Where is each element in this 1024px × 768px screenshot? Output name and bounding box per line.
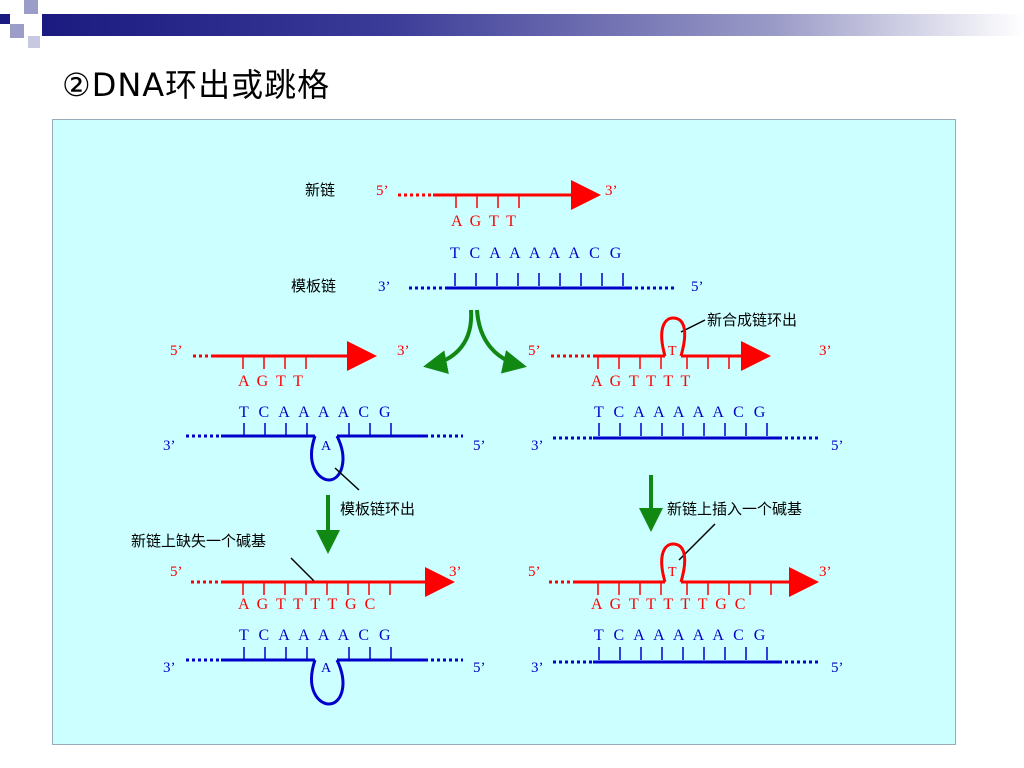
rm-template-3-label: 3’ (531, 438, 544, 454)
top-template-bases: T C A A A A A C G (450, 245, 624, 262)
lb-template-3-label: 3’ (163, 660, 176, 676)
header-square-light-2 (28, 36, 40, 48)
lb-template-bases: T C A A A A C G (239, 627, 394, 644)
left-bottom-group: 新链上缺失一个碱基 5’ 3’ A G T T T T G C T C A A … (131, 532, 486, 706)
split-arrows (423, 309, 527, 374)
lb-new-3-label: 3’ (449, 564, 462, 580)
green-arrow-right (475, 309, 527, 374)
lm-new-5-label: 5’ (170, 343, 183, 359)
lb-annotation: 新链上缺失一个碱基 (131, 532, 266, 550)
dna-slippage-diagram: 新链 5’ 3’ A G T T T C A A A A A C G 模板链 3… (131, 180, 844, 706)
rb-new-3-label: 3’ (819, 564, 832, 580)
top-group: 新链 5’ 3’ A G T T T C A A A A A C G 模板链 3… (291, 180, 704, 295)
rb-new-5-label: 5’ (528, 564, 541, 580)
rb-template-ticks (598, 647, 768, 660)
rb-loop-base: T (668, 565, 677, 580)
top-template-ticks (454, 273, 624, 286)
lm-template-loop (310, 435, 345, 482)
top-new-strand-label: 新链 (305, 181, 335, 199)
lb-template-loop (310, 659, 345, 706)
header-square-light (10, 24, 24, 38)
lm-template-3-label: 3’ (163, 438, 176, 454)
rm-template-5-label: 5’ (831, 438, 844, 454)
right-mid-group: 新合成链环出 5’ T 3’ A G T T T T T C A A A A A… (528, 311, 844, 454)
lm-new-3-label: 3’ (397, 343, 410, 359)
rm-new-5-label: 5’ (528, 343, 541, 359)
lb-template-5-label: 5’ (473, 660, 486, 676)
rm-loop-base: T (668, 344, 677, 359)
rm-new-bases: A G T T T T (591, 373, 692, 390)
rb-new-loop (660, 542, 687, 583)
right-bottom-group: 新链上插入一个碱基 5’ T 3’ A G T T T T T G C T C … (528, 500, 844, 676)
rm-new-ticks (597, 356, 730, 369)
rb-new-ticks (597, 582, 772, 595)
lm-template-bases: T C A A A A C G (239, 404, 394, 421)
top-template-3-label: 3’ (378, 279, 391, 295)
rm-new-loop (660, 316, 687, 357)
header-square-white (24, 14, 40, 34)
rm-template-bases: T C A A A A A C G (594, 404, 768, 421)
rm-annotation: 新合成链环出 (707, 311, 797, 329)
header-square-mid (24, 0, 38, 14)
top-template-label: 模板链 (291, 277, 336, 295)
top-template-5-label: 5’ (691, 279, 704, 295)
lb-new-5-label: 5’ (170, 564, 183, 580)
lb-new-bases: A G T T T T G C (238, 596, 377, 613)
lb-template-ticks (243, 647, 392, 660)
lm-callout-line (334, 467, 360, 491)
top-new-3-label: 3’ (605, 183, 618, 199)
rb-template-5-label: 5’ (831, 660, 844, 676)
lb-new-ticks (242, 582, 391, 595)
rb-template-bases: T C A A A A A C G (594, 627, 768, 644)
rb-template-3-label: 3’ (531, 660, 544, 676)
top-new-bases: A G T T (451, 213, 518, 230)
rb-annotation: 新链上插入一个碱基 (667, 500, 802, 518)
lb-callout-line (290, 557, 316, 583)
header-band (42, 14, 1024, 36)
lm-template-5-label: 5’ (473, 438, 486, 454)
top-new-ticks (455, 195, 520, 208)
top-new-5-label: 5’ (376, 183, 389, 199)
left-mid-group: 5’ 3’ A G T T T C A A A A C G 3’ A 5’ 模板… (163, 341, 486, 518)
lm-new-bases: A G T T (238, 373, 305, 390)
slide-title: ②DNA环出或跳格 (62, 66, 331, 104)
green-arrow-left (423, 309, 474, 374)
header-square-dark (0, 14, 10, 24)
rm-template-ticks (598, 423, 768, 436)
lm-loop-base: A (321, 439, 332, 454)
rb-new-bases: A G T T T T T G C (591, 596, 747, 613)
lm-template-ticks (243, 423, 392, 436)
lm-new-ticks (242, 356, 307, 369)
rm-new-3-label: 3’ (819, 343, 832, 359)
lb-loop-base: A (321, 661, 332, 676)
lm-annotation: 模板链环出 (340, 500, 415, 518)
diagram-panel: 新链 5’ 3’ A G T T T C A A A A A C G 模板链 3… (52, 119, 956, 745)
